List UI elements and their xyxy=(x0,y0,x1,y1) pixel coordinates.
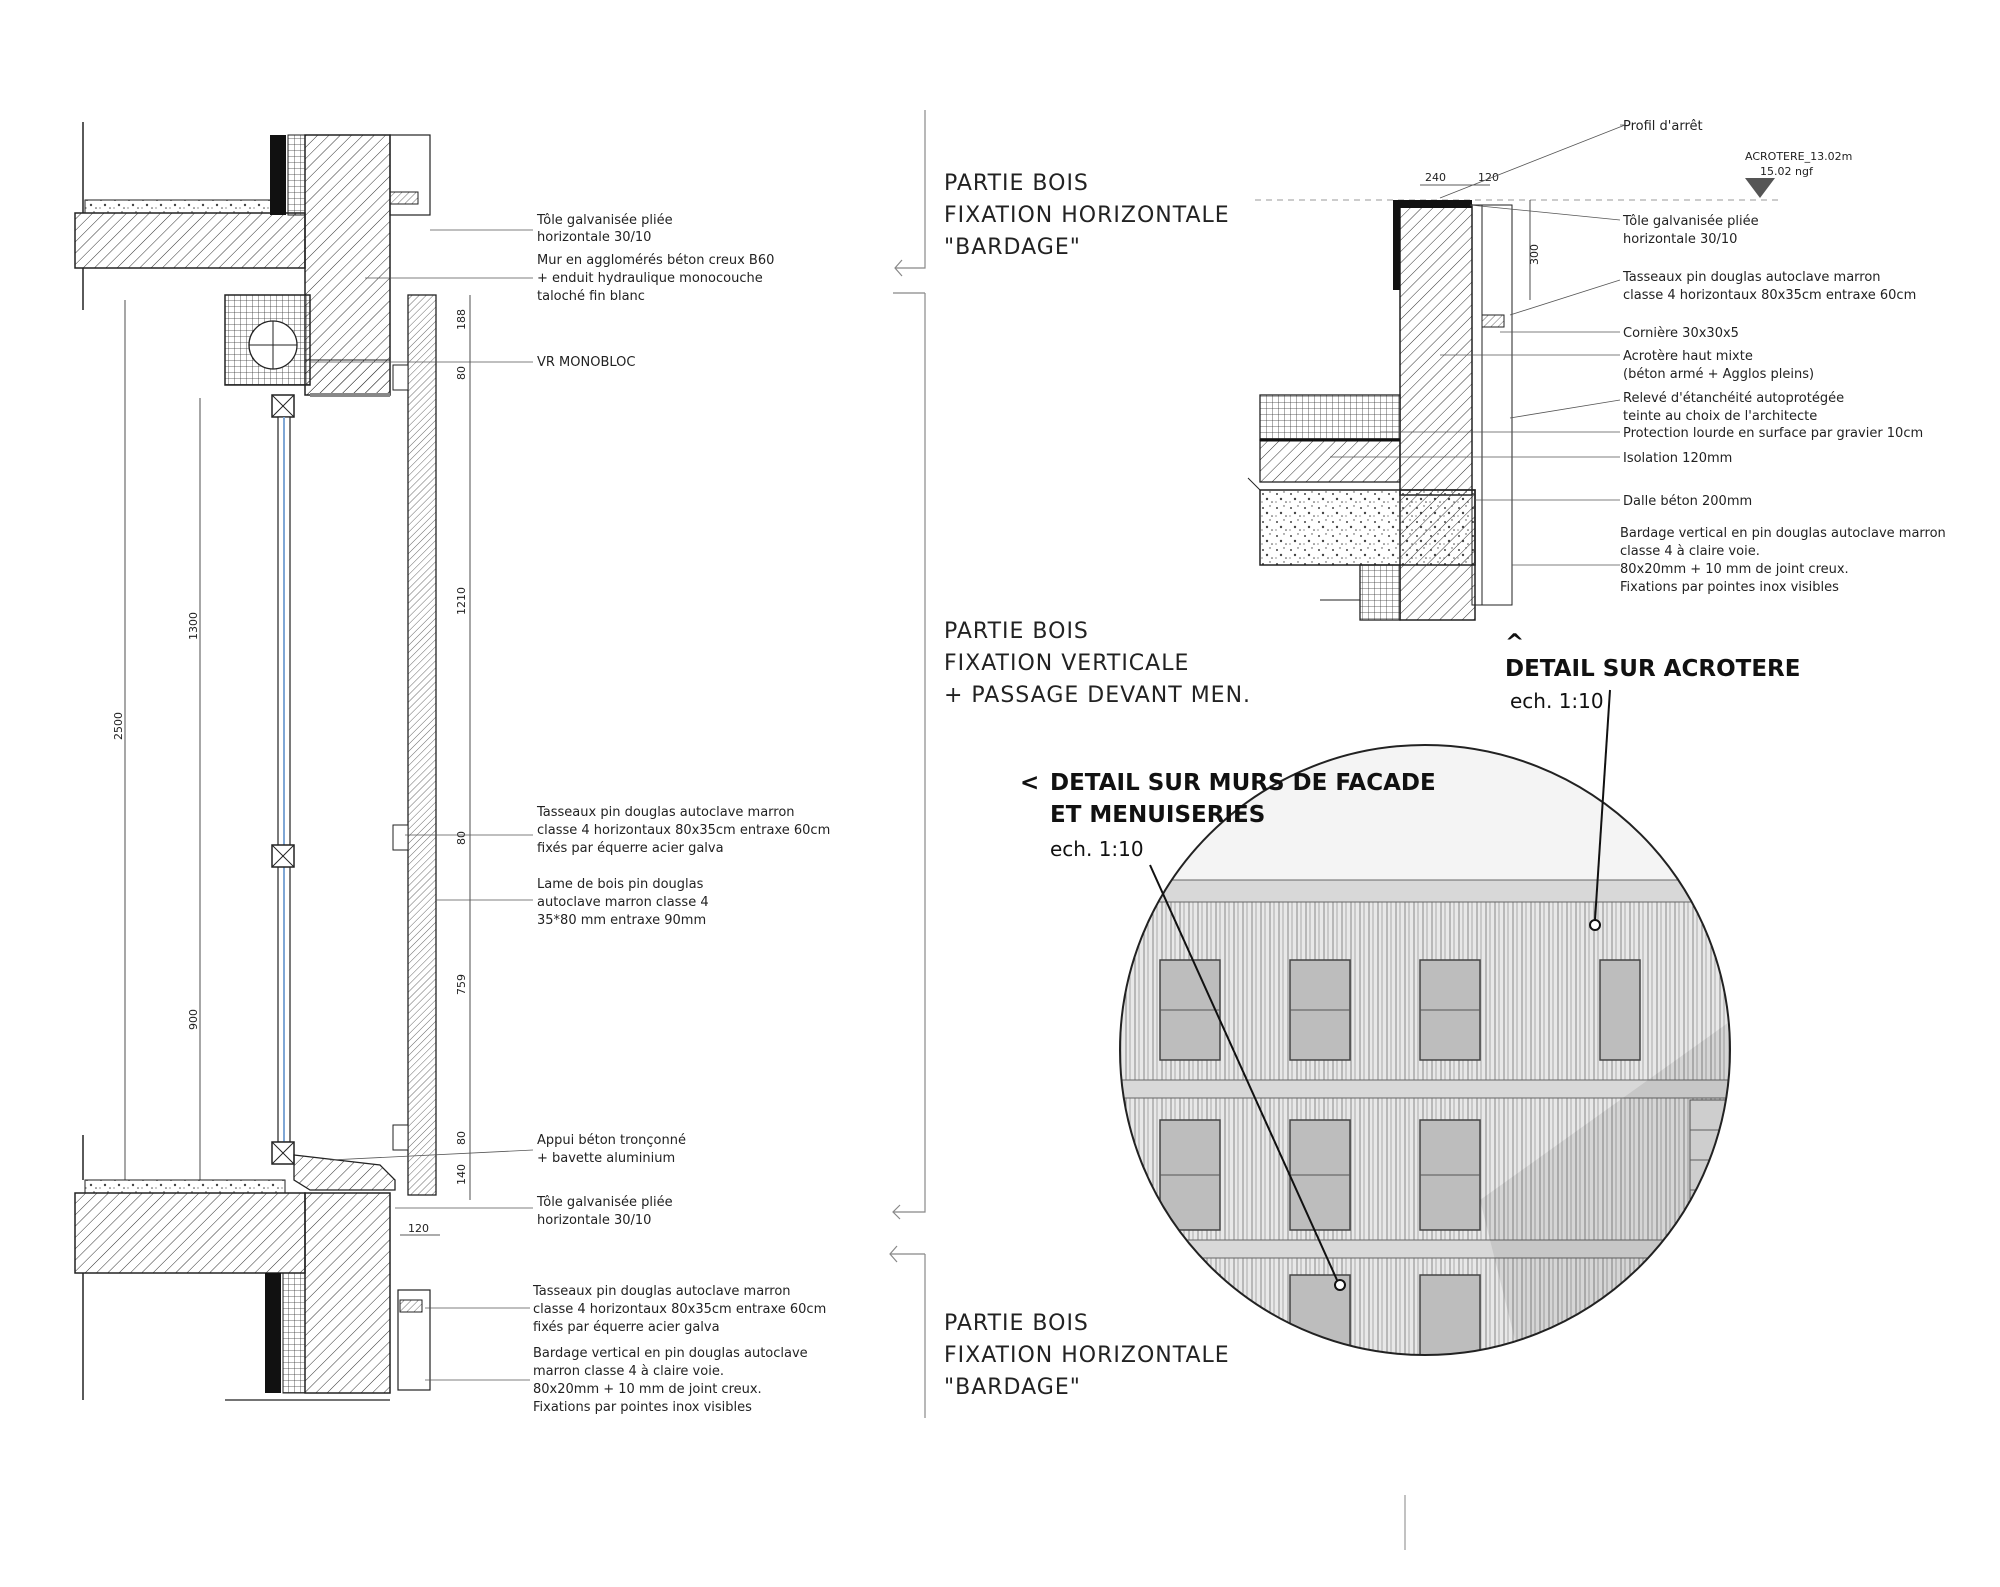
facade-callout-title-2: ET MENUISERIES xyxy=(1050,802,1265,828)
label-mur-agglo: Mur en agglomérés béton creux B60+ endui… xyxy=(537,253,774,304)
acrotere-dimensions: 240 120 300 ACROTERE_13.02m 15.02 ngf xyxy=(1425,150,1852,265)
dim-sill: 900 xyxy=(187,1009,200,1030)
acrotere-dim-h: 300 xyxy=(1528,244,1541,265)
label-vr-monobloc: VR MONOBLOC xyxy=(537,355,635,370)
acrotere-bardage: Bardage vertical en pin douglas autoclav… xyxy=(1620,526,1946,595)
dim-window: 1300 xyxy=(187,612,200,640)
label-appui-beton: Appui béton tronçonné+ bavette aluminium xyxy=(537,1133,686,1166)
dim-right-3: 80 xyxy=(455,831,468,845)
dim-right-5: 80 xyxy=(455,1131,468,1145)
dim-right-0: 188 xyxy=(455,309,468,330)
facade-callout-title-1: DETAIL SUR MURS DE FACADE xyxy=(1050,770,1436,796)
facade-callout-caret: < xyxy=(1020,770,1039,796)
dim-total: 2500 xyxy=(112,712,125,740)
acrotere-protection: Protection lourde en surface par gravier… xyxy=(1623,426,1923,441)
acrotere-isolation: Isolation 120mm xyxy=(1623,451,1732,466)
wall-section-dimensions: 2500 1300 900 188 80 1210 80 759 80 140 … xyxy=(112,309,468,1235)
acrotere-profil-arret: Profil d'arrêt xyxy=(1623,119,1703,134)
acrotere-leaders xyxy=(1330,124,1626,566)
wall-section-drawing xyxy=(74,122,471,1401)
acrotere-dalle: Dalle béton 200mm xyxy=(1623,494,1752,509)
dim-right-1: 80 xyxy=(455,366,468,380)
acrotere-level-ngf: 15.02 ngf xyxy=(1760,165,1814,178)
acrotere-haut-mixte: Acrotère haut mixte(béton armé + Agglos … xyxy=(1623,349,1814,382)
dim-right-4: 759 xyxy=(455,974,468,995)
acrotere-callout-caret: ^ xyxy=(1505,630,1524,656)
acrotere-dim-w1: 240 xyxy=(1425,171,1446,184)
acrotere-level-name: ACROTERE_13.02m xyxy=(1745,150,1852,163)
acrotere-drawing xyxy=(1247,178,1780,621)
dim-bottom: 120 xyxy=(408,1222,429,1235)
acrotere-corniere: Cornière 30x30x5 xyxy=(1623,326,1739,341)
facade-perspective xyxy=(1119,689,1731,1356)
section-brackets xyxy=(889,110,926,1418)
label-bardage-bottom: Bardage vertical en pin douglas autoclav… xyxy=(533,1346,808,1415)
acrotere-callout-scale: ech. 1:10 xyxy=(1510,689,1604,713)
callouts: ^ DETAIL SUR ACROTERE ech. 1:10 < DETAIL… xyxy=(1020,630,1800,861)
wall-section-leaders xyxy=(310,229,534,1381)
dim-right-2: 1210 xyxy=(455,587,468,615)
acrotere-callout-title: DETAIL SUR ACROTERE xyxy=(1505,656,1800,682)
dim-right-6: 140 xyxy=(455,1164,468,1185)
facade-callout-scale: ech. 1:10 xyxy=(1050,837,1144,861)
